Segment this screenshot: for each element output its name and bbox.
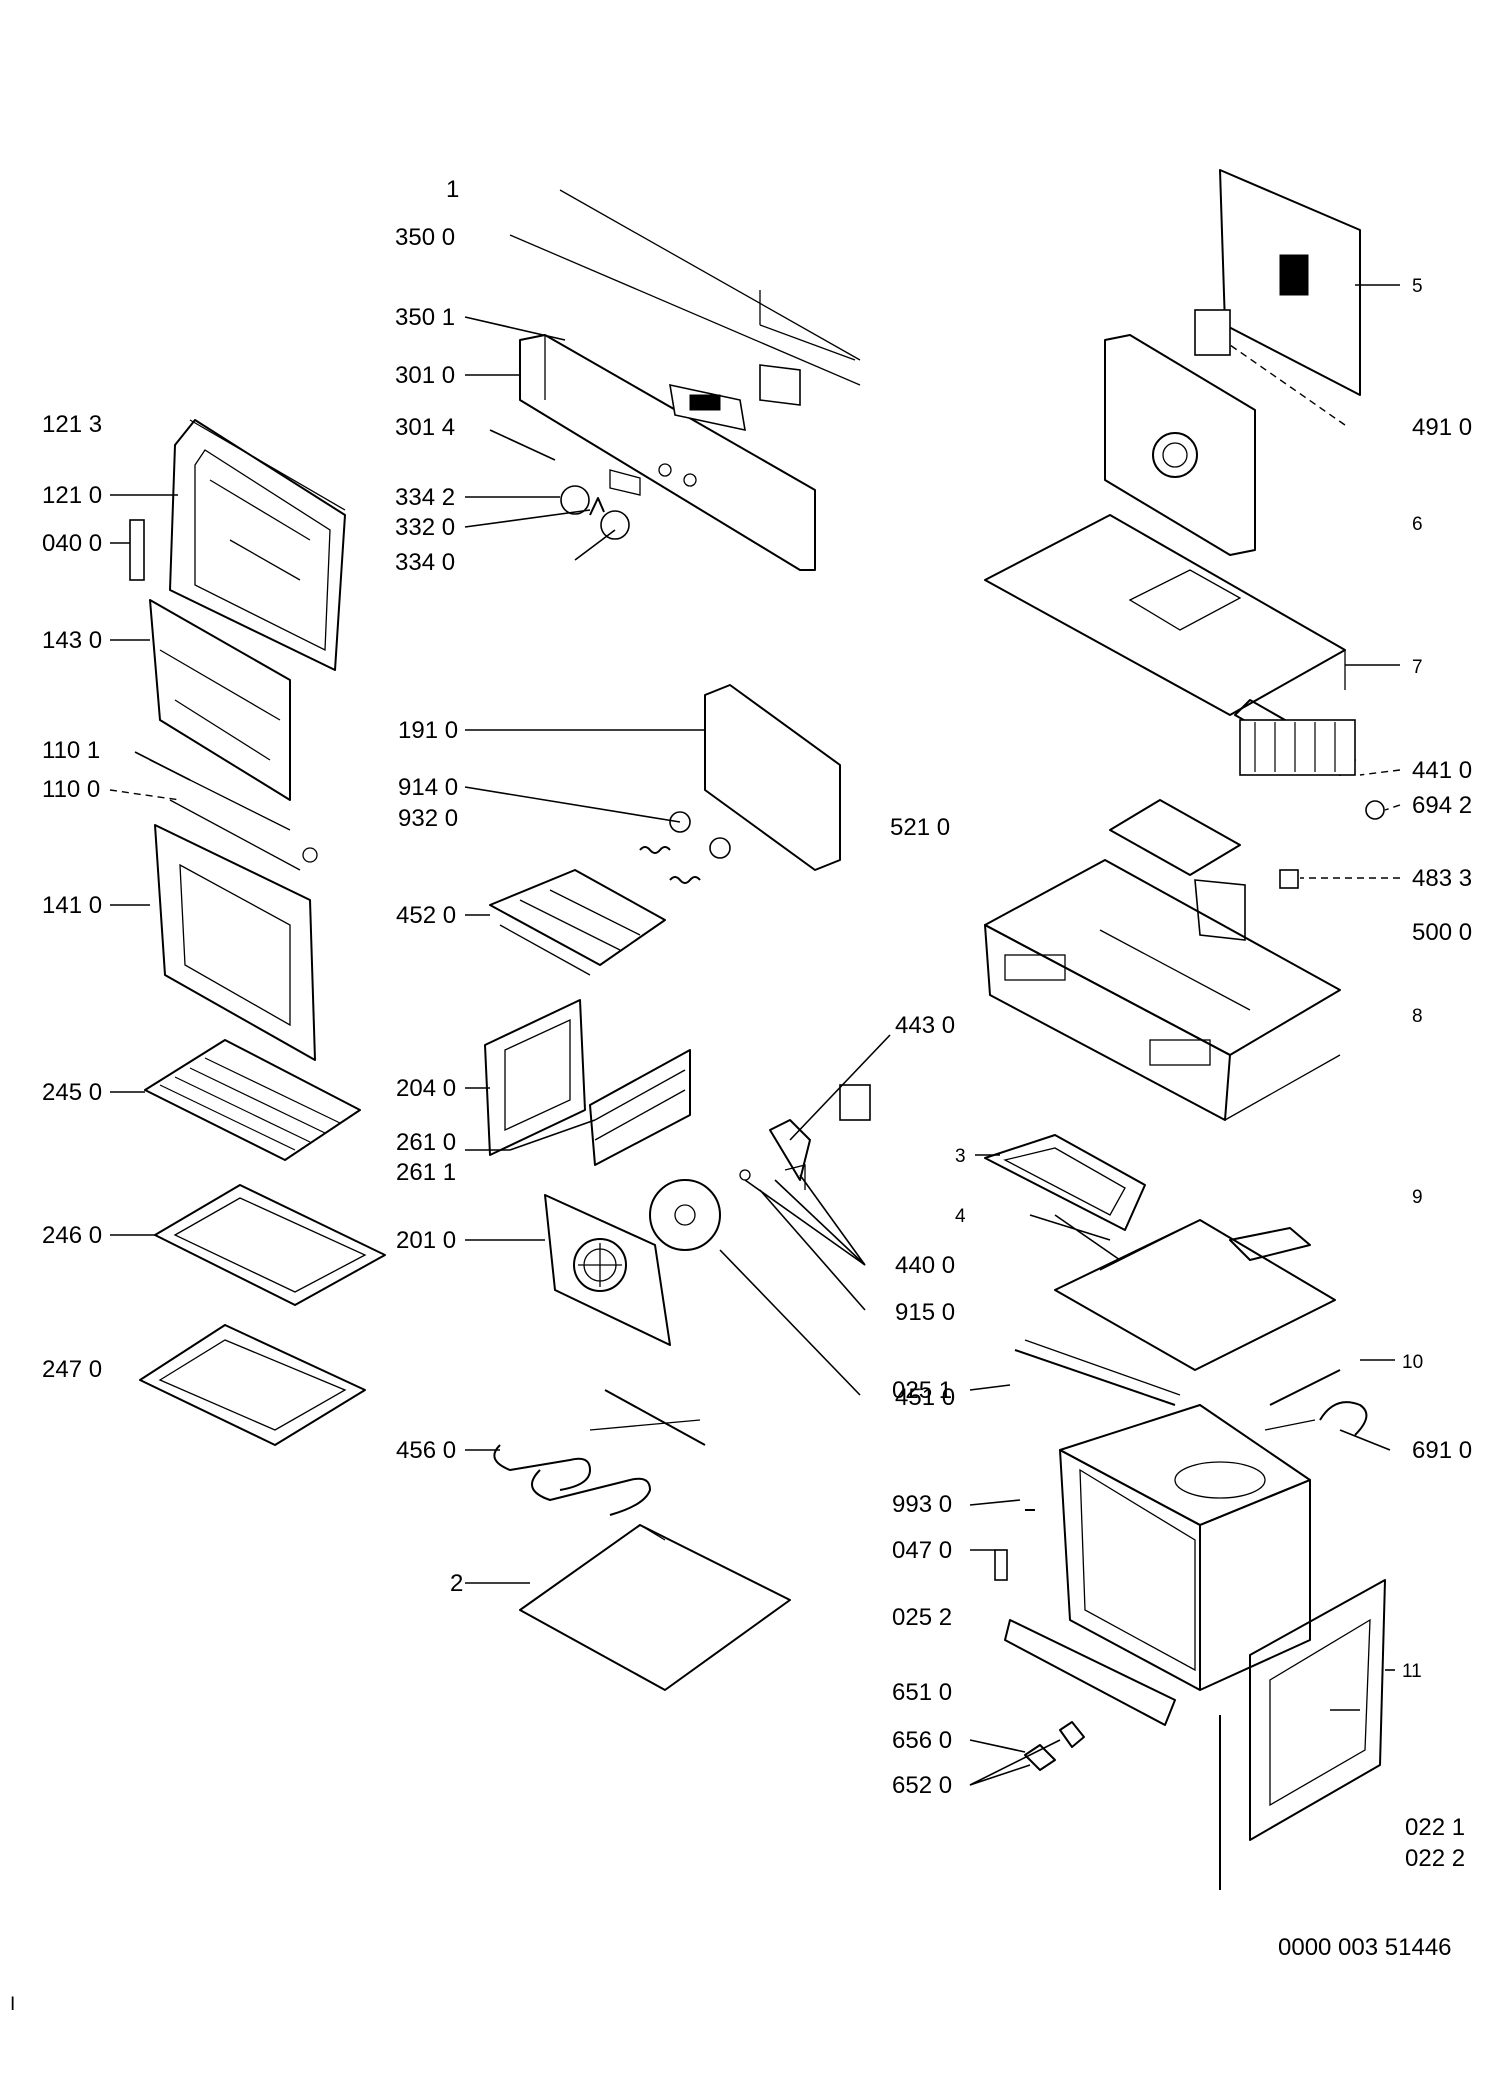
- label-247-0: 247 0: [42, 1356, 102, 1383]
- label-047-0: 047 0: [892, 1537, 952, 1564]
- label-8: 8: [1412, 1006, 1423, 1027]
- label-261-1: 261 1: [396, 1159, 456, 1186]
- label-141-0: 141 0: [42, 892, 102, 919]
- label-334-2: 334 2: [395, 484, 455, 511]
- label-301-4: 301 4: [395, 414, 455, 441]
- label-441-0: 441 0: [1412, 757, 1472, 784]
- label-204-0: 204 0: [396, 1075, 456, 1102]
- label-456-0: 456 0: [396, 1437, 456, 1464]
- gasket-guides-drawing: [489, 684, 841, 976]
- label-121-3: 121 3: [42, 411, 102, 438]
- oven-door-drawing: [129, 419, 346, 1061]
- label-11: 11: [1402, 1661, 1422, 1682]
- fan-assembly-drawing: [484, 999, 871, 1346]
- label-110-0: 110 0: [42, 776, 100, 803]
- back-and-top-drawing: [984, 169, 1385, 941]
- label-651-0: 651 0: [892, 1679, 952, 1706]
- label-022-2: 022 2: [1405, 1845, 1465, 1872]
- oven-cavity-drawing: [994, 1404, 1386, 1890]
- label-10: 10: [1402, 1352, 1423, 1373]
- label-5: 5: [1412, 276, 1423, 297]
- heater-bottom-drawing: [493, 1389, 791, 1691]
- label-261-0: 261 0: [396, 1129, 456, 1156]
- label-451-0: 451 0: [895, 1384, 955, 1411]
- label-350-1: 350 1: [395, 304, 455, 331]
- label-9: 9: [1412, 1187, 1423, 1208]
- label-121-0: 121 0: [42, 482, 102, 509]
- label-452-0: 452 0: [396, 902, 456, 929]
- label-025-1: 025 1: [892, 1377, 952, 1404]
- label-191-0: 191 0: [398, 717, 458, 744]
- label-022-1: 022 1: [1405, 1814, 1465, 1841]
- label-334-0: 334 0: [395, 549, 455, 576]
- label-691-0: 691 0: [1412, 1437, 1472, 1464]
- label-656-0: 656 0: [892, 1727, 952, 1754]
- label-040-0: 040 0: [42, 530, 102, 557]
- base-plate-drawing: [984, 859, 1341, 1121]
- corner-mark: I: [10, 1994, 15, 2015]
- label-993-0: 993 0: [892, 1491, 952, 1518]
- label-440-0: 440 0: [895, 1252, 955, 1279]
- racks-trays-drawing: [139, 1039, 386, 1446]
- label-6: 6: [1412, 514, 1423, 535]
- label-483-3: 483 3: [1412, 865, 1472, 892]
- label-301-0: 301 0: [395, 362, 455, 389]
- label-245-0: 245 0: [42, 1079, 102, 1106]
- label-443-0: 443 0: [895, 1012, 955, 1039]
- label-143-0: 143 0: [42, 627, 102, 654]
- label-246-0: 246 0: [42, 1222, 102, 1249]
- label-7: 7: [1412, 657, 1423, 678]
- label-350-0: 350 0: [395, 224, 455, 251]
- document-number: 0000 003 51446: [1278, 1934, 1452, 1961]
- part-labels: 1 350 0 350 1 301 0 301 4 334 2 332 0 33…: [10, 176, 1472, 2015]
- label-652-0: 652 0: [892, 1772, 952, 1799]
- label-332-0: 332 0: [395, 514, 455, 541]
- label-932-0: 932 0: [398, 805, 458, 832]
- label-201-0: 201 0: [396, 1227, 456, 1254]
- leader-lines: [109, 284, 1401, 1786]
- label-914-0: 914 0: [398, 774, 458, 801]
- rails-plates-drawing: [984, 1134, 1368, 1436]
- label-2: 2: [450, 1570, 463, 1597]
- label-915-0: 915 0: [895, 1299, 955, 1326]
- label-1: 1: [446, 176, 459, 203]
- label-491-0: 491 0: [1412, 414, 1472, 441]
- label-694-2: 694 2: [1412, 792, 1472, 819]
- label-500-0: 500 0: [1412, 919, 1472, 946]
- label-3: 3: [955, 1146, 966, 1167]
- label-4: 4: [955, 1206, 966, 1227]
- label-025-2: 025 2: [892, 1604, 952, 1631]
- label-521-0: 521 0: [890, 814, 950, 841]
- label-110-1: 110 1: [42, 737, 100, 764]
